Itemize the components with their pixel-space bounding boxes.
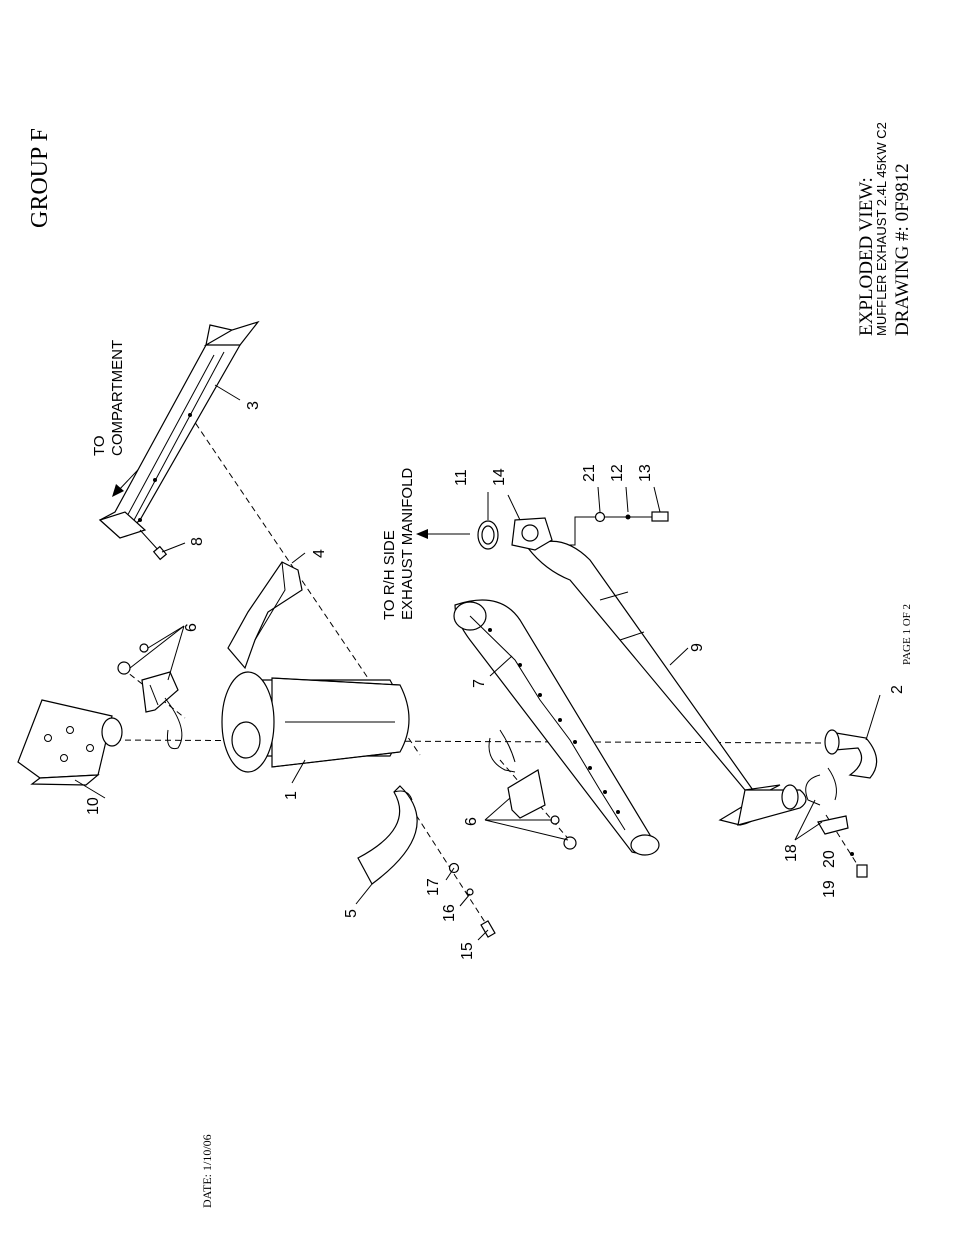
callout-11: 11 (453, 469, 470, 486)
note-to-manifold-line2: EXHAUST MANIFOLD (399, 468, 416, 620)
title-block: EXPLODED VIEW: MUFFLER EXHAUST 2.4L 45KW… (856, 122, 913, 336)
note-to-compartment-line2: COMPARTMENT (109, 340, 126, 456)
parts-15-16-17-strap-hardware (448, 862, 496, 938)
callout-14: 14 (491, 468, 508, 486)
callout-12: 12 (609, 464, 626, 482)
part-5-strap (357, 785, 418, 885)
title-line-description: MUFFLER EXHAUST 2.4L 45KW C2 (874, 122, 889, 336)
callout-4: 4 (311, 549, 328, 558)
callout-18: 18 (783, 844, 800, 862)
note-to-compartment-line1: TO (91, 435, 108, 456)
part-1-muffler (221, 671, 410, 773)
callout-6-top: 6 (183, 623, 200, 632)
part-8-bolt (139, 529, 168, 561)
part-4-heat-shield (227, 561, 303, 670)
callout-numbers: 1 2 3 4 5 6 6 7 8 9 10 11 12 13 14 15 16… (85, 401, 906, 960)
title-line-exploded-view: EXPLODED VIEW: (856, 177, 877, 336)
group-title: GROUP F (27, 128, 53, 228)
callout-10: 10 (85, 797, 102, 815)
leader-lines (74, 384, 881, 941)
part-18-clamp (805, 767, 849, 835)
part-11-gasket (477, 520, 499, 550)
callout-6-bottom: 6 (463, 817, 480, 826)
part-9-exhaust-pipe (527, 540, 807, 826)
callout-8: 8 (189, 537, 206, 546)
callout-15: 15 (459, 942, 476, 960)
callout-16: 16 (441, 904, 458, 922)
title-line-drawing-number: DRAWING #: 0F9812 (892, 163, 913, 336)
arrow-to-manifold (416, 529, 470, 539)
callout-19: 19 (821, 880, 838, 898)
callout-21: 21 (581, 464, 598, 482)
callout-17: 17 (425, 878, 442, 896)
part-6-hanger-top (117, 643, 183, 750)
part-14-flange (511, 517, 553, 551)
part-2-elbow (824, 729, 878, 779)
centerline-muffler-to-elbow (104, 739, 831, 744)
callout-20: 20 (821, 850, 838, 868)
callout-9: 9 (689, 643, 706, 652)
callout-1: 1 (283, 791, 300, 800)
part-6-hanger-bottom (488, 729, 577, 850)
note-to-manifold-line1: TO R/H SIDE (381, 530, 398, 620)
centerline-strap-hardware (399, 789, 491, 931)
callout-3: 3 (245, 401, 262, 410)
part-10-mount-bracket (17, 699, 123, 786)
callout-7: 7 (471, 679, 488, 688)
part-3-cross-member (98, 320, 260, 539)
parts-19-20-clamp-hardware (850, 852, 868, 878)
page-number: PAGE 1 OF 2 (901, 604, 913, 665)
callout-2: 2 (889, 685, 906, 694)
drawing-date: DATE: 1/10/06 (200, 1134, 214, 1208)
callout-13: 13 (637, 464, 654, 482)
callout-5: 5 (343, 909, 360, 918)
